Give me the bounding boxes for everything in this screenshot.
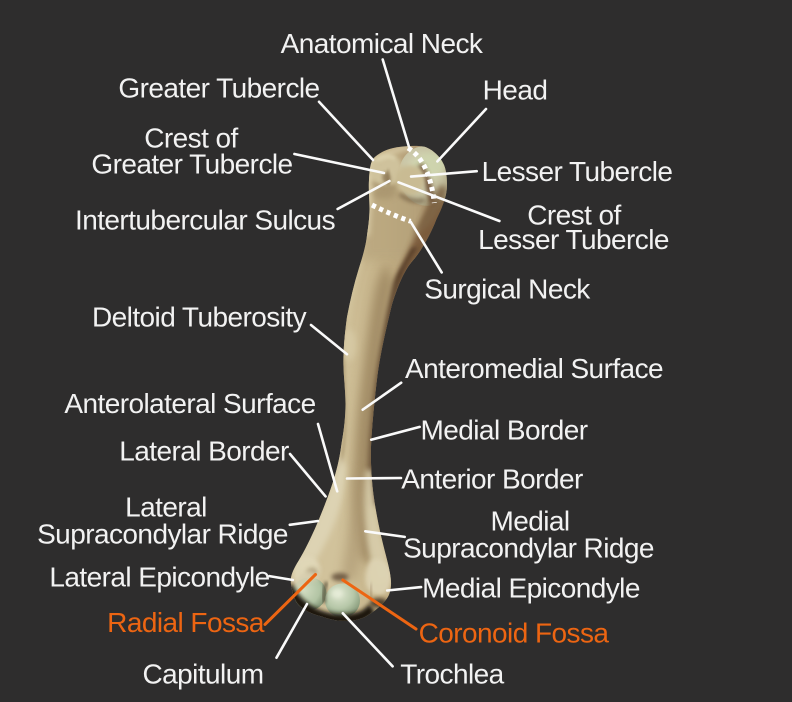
svg-text:Radial Fossa: Radial Fossa (107, 607, 265, 638)
svg-text:Supracondylar Ridge: Supracondylar Ridge (37, 519, 288, 550)
svg-text:Lesser Tubercle: Lesser Tubercle (478, 224, 669, 255)
svg-text:Medial Border: Medial Border (420, 415, 587, 446)
svg-text:Head: Head (483, 75, 548, 106)
svg-text:Capitulum: Capitulum (142, 659, 263, 690)
svg-text:Medial Epicondyle: Medial Epicondyle (422, 573, 640, 604)
svg-text:Deltoid Tuberosity: Deltoid Tuberosity (92, 302, 307, 333)
svg-text:Anterior Border: Anterior Border (401, 464, 583, 495)
svg-text:Trochlea: Trochlea (400, 659, 504, 690)
svg-text:Greater Tubercle: Greater Tubercle (118, 73, 319, 104)
svg-text:Medial: Medial (490, 506, 569, 537)
svg-text:Crest of: Crest of (527, 200, 621, 231)
svg-text:Lesser Tubercle: Lesser Tubercle (482, 156, 673, 187)
svg-text:Coronoid Fossa: Coronoid Fossa (419, 618, 610, 649)
svg-text:Lateral: Lateral (125, 492, 207, 523)
svg-text:Anatomical Neck: Anatomical Neck (281, 28, 484, 59)
svg-text:Anterolateral Surface: Anterolateral Surface (64, 388, 315, 419)
svg-text:Lateral Epicondyle: Lateral Epicondyle (49, 562, 269, 593)
svg-text:Lateral Border: Lateral Border (119, 436, 289, 467)
svg-text:Greater Tubercle: Greater Tubercle (91, 149, 292, 180)
svg-text:Crest of: Crest of (144, 123, 238, 154)
svg-text:Intertubercular Sulcus: Intertubercular Sulcus (75, 205, 335, 236)
svg-text:Surgical Neck: Surgical Neck (424, 274, 591, 305)
svg-text:Supracondylar Ridge: Supracondylar Ridge (403, 533, 654, 564)
svg-text:Anteromedial Surface: Anteromedial Surface (405, 353, 663, 384)
